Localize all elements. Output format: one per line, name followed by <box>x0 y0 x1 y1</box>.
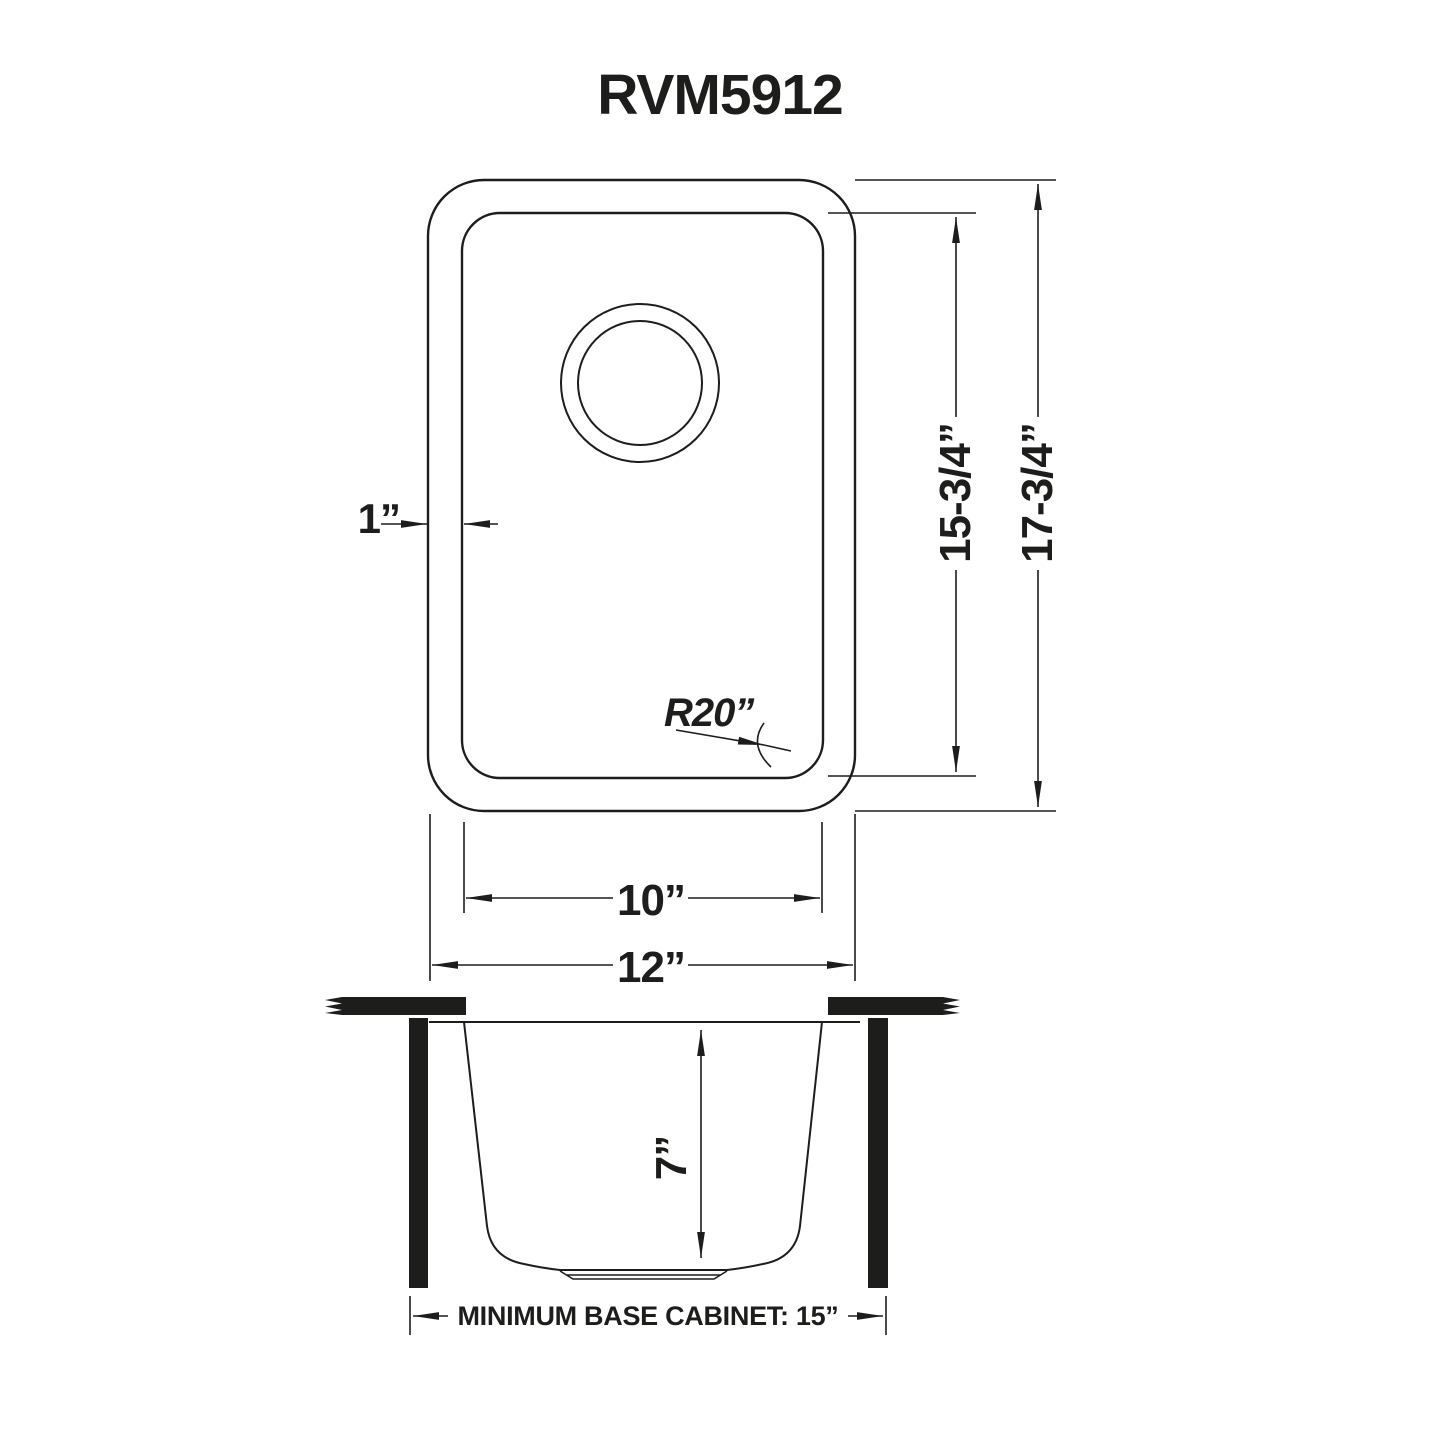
bowl-width-label: 10” <box>617 876 686 925</box>
model-number-title: RVM5912 <box>597 63 843 127</box>
base-cabinet-dimension <box>409 1296 887 1335</box>
bowl-cross-section <box>463 1021 823 1271</box>
overall-width-dimension <box>429 814 856 981</box>
cabinet-side-right <box>868 1018 888 1288</box>
sink-outer-rim <box>426 178 857 813</box>
overall-length-label: 17-3/4” <box>1013 423 1062 563</box>
countertop-left <box>325 997 466 1015</box>
sink-bowl-outline <box>460 211 825 780</box>
corner-radius-label: R20” <box>664 691 754 735</box>
bowl-width-dimension <box>463 822 823 913</box>
cabinet-side-left <box>409 1018 428 1288</box>
overall-length-dimension <box>855 179 1056 812</box>
bowl-depth-label: 7” <box>647 1135 696 1181</box>
rim-width-label: 1” <box>357 495 401 542</box>
drain-inner-circle <box>577 320 703 446</box>
drain-cross-section <box>559 1270 728 1280</box>
countertop-right <box>828 997 960 1015</box>
bowl-length-dimension <box>828 212 976 777</box>
section-view <box>325 997 960 1335</box>
corner-radius-leader <box>675 722 792 768</box>
overall-width-label: 12” <box>617 943 686 992</box>
bowl-length-label: 15-3/4” <box>931 423 980 563</box>
base-cabinet-label: MINIMUM BASE CABINET: 15” <box>457 1301 839 1331</box>
drain-outer-circle <box>560 303 720 463</box>
top-view <box>381 178 1056 981</box>
